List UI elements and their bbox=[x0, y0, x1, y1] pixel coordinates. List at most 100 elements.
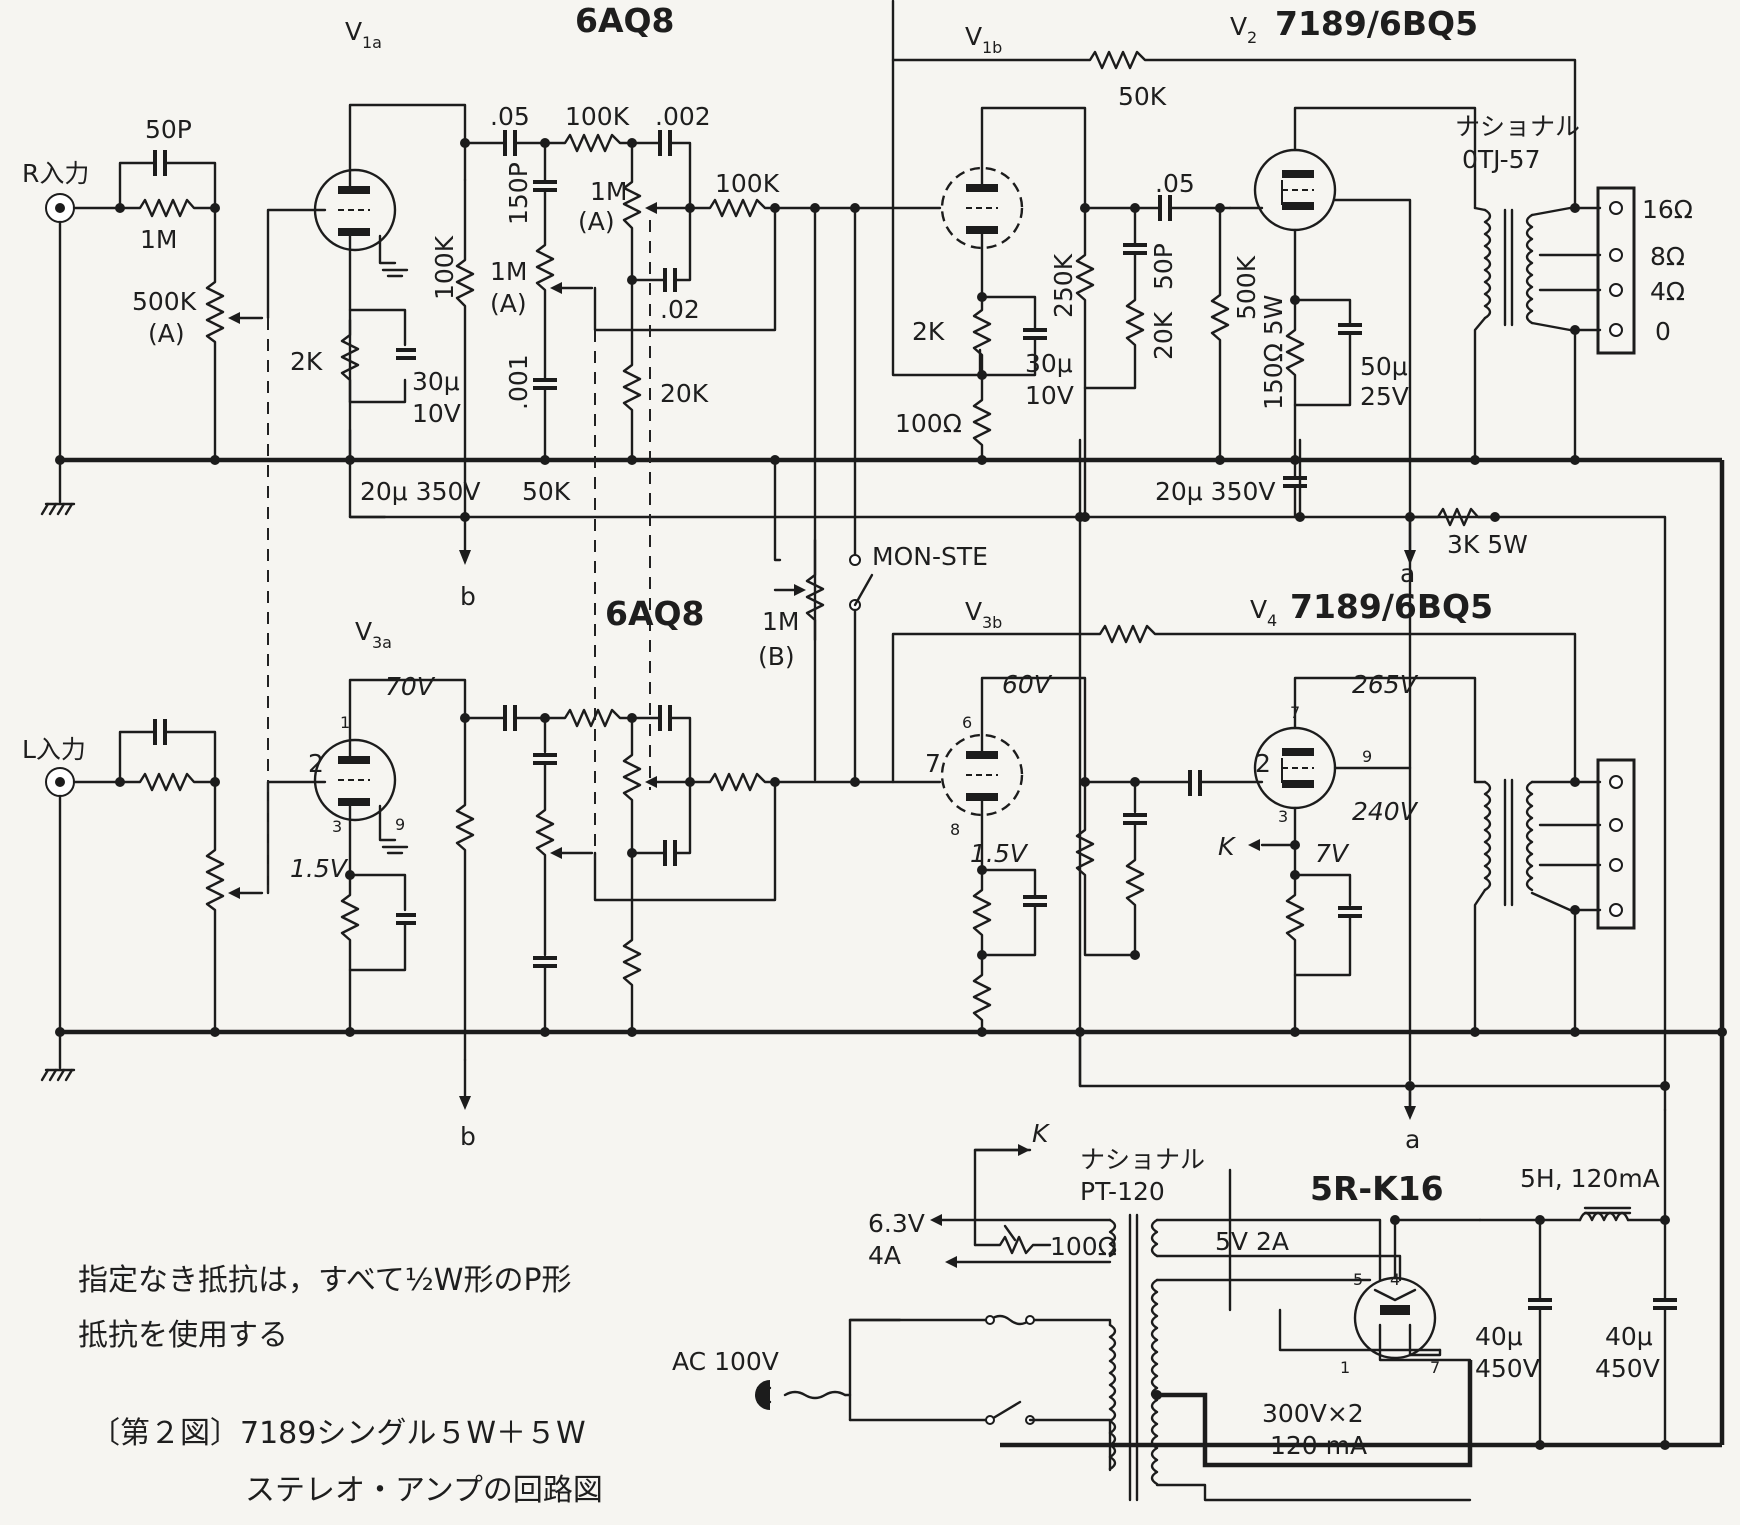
mark-a-top: a bbox=[1400, 559, 1415, 588]
pot-1m-b: 1M bbox=[762, 607, 799, 636]
res-3k-5w: 3K 5W bbox=[1447, 530, 1528, 559]
v3b-label: V bbox=[965, 597, 982, 626]
tube-v2 bbox=[1253, 148, 1337, 232]
v1b-label: V bbox=[965, 22, 982, 51]
cap-30u-label: 30μ bbox=[412, 367, 460, 396]
rect-pin-1: 1 bbox=[1340, 1358, 1350, 1377]
pin-6: 6 bbox=[962, 713, 972, 732]
cap-05-label: .05 bbox=[490, 102, 530, 131]
cap-40u-b: 40μ bbox=[1605, 1322, 1653, 1351]
ground-bus bbox=[58, 457, 1725, 1448]
secondary-120ma: 120 mA bbox=[1270, 1431, 1367, 1460]
rect-pin-7: 7 bbox=[1430, 1358, 1440, 1377]
note-line-1: 指定なき抵抗は，すべて½W形のP形 bbox=[78, 1263, 572, 1298]
k-mark-2: K bbox=[1032, 1119, 1051, 1148]
mark-b-bottom: b bbox=[460, 1122, 476, 1151]
pot-500k-label: 500K bbox=[132, 287, 197, 316]
v2-label: V bbox=[1230, 12, 1247, 41]
res-2k-2: 2K bbox=[912, 317, 945, 346]
cap-002-label: .002 bbox=[655, 102, 711, 131]
cap-150p-label: 150P bbox=[504, 162, 533, 225]
secondary-300v: 300V×2 bbox=[1262, 1399, 1364, 1428]
output-transformer-l bbox=[1483, 778, 1534, 907]
pot-1m-b-b: (B) bbox=[758, 642, 795, 671]
res-1m-label: 1M bbox=[140, 225, 177, 254]
tap-4-label: 4Ω bbox=[1650, 277, 1685, 306]
speaker-terminal-l[interactable] bbox=[1596, 758, 1636, 930]
v1b-sub: 1b bbox=[982, 38, 1002, 57]
pin-2: 2 bbox=[308, 749, 324, 778]
cap-02-label: .02 bbox=[660, 295, 700, 324]
v3a-sub: 3a bbox=[372, 633, 392, 652]
pin-9b: 9 bbox=[1362, 747, 1372, 766]
v2-type: 7189/6BQ5 bbox=[1275, 4, 1478, 43]
v1a-sub: 1a bbox=[362, 33, 382, 52]
pot-1m-a1-a: (A) bbox=[578, 207, 615, 236]
v4-type: 7189/6BQ5 bbox=[1290, 587, 1493, 626]
tube-type-bottom: 6AQ8 bbox=[605, 594, 705, 633]
res-100ohm: 100Ω bbox=[895, 409, 962, 438]
res-50k-fb: 50K bbox=[1118, 82, 1167, 111]
cap-20u-left: 20μ 350V bbox=[360, 477, 480, 506]
res-20k-label: 20K bbox=[660, 379, 709, 408]
mark-a-bottom: a bbox=[1405, 1125, 1420, 1154]
pot-1m-a2: 1M bbox=[490, 257, 527, 286]
pot-1m-a2-a: (A) bbox=[490, 289, 527, 318]
volt-240v: 240V bbox=[1352, 797, 1419, 826]
input-jack-l[interactable] bbox=[45, 767, 75, 797]
caption-line-2: ステレオ・アンプの回路図 bbox=[245, 1473, 603, 1508]
heater-6-3v: 6.3V bbox=[868, 1209, 925, 1238]
cap-40u-a-volt: 450V bbox=[1475, 1354, 1540, 1383]
rect-pin-4: 4 bbox=[1390, 1270, 1400, 1289]
pin-3: 3 bbox=[332, 817, 342, 836]
heater-4a: 4A bbox=[868, 1241, 901, 1270]
pot-500k-a: (A) bbox=[148, 319, 185, 348]
pot-1m-a1: 1M bbox=[590, 177, 627, 206]
input-jack-r[interactable] bbox=[45, 193, 75, 223]
r-input-label: R入力 bbox=[22, 159, 89, 188]
rect-pin-5: 5 bbox=[1353, 1270, 1363, 1289]
res-100k-plate: 100K bbox=[430, 235, 459, 300]
res-500k-2: 500K bbox=[1232, 255, 1261, 320]
res-50k-dec: 50K bbox=[522, 477, 571, 506]
speaker-terminal-r[interactable] bbox=[1596, 186, 1636, 355]
res-150ohm-5w: 150Ω 5W bbox=[1259, 295, 1288, 410]
pin-2b: 2 bbox=[1255, 749, 1271, 778]
tube-v3a bbox=[313, 738, 397, 822]
res-2k-label: 2K bbox=[290, 347, 323, 376]
pin-7: 7 bbox=[925, 749, 941, 778]
cap-30u-2: 30μ bbox=[1025, 349, 1073, 378]
volt-1-5v-b: 1.5V bbox=[970, 839, 1029, 868]
choke-5h bbox=[1578, 1206, 1632, 1222]
rectifier-5r-k16 bbox=[1353, 1276, 1437, 1360]
ac-100v-label: AC 100V bbox=[672, 1347, 779, 1376]
capacitor-50p bbox=[153, 150, 167, 176]
tap-8-label: 8Ω bbox=[1650, 242, 1685, 271]
cap-50u-label: 50μ bbox=[1360, 352, 1408, 381]
caption-line-1: 〔第２図〕7189シングル５W＋５W bbox=[90, 1416, 586, 1451]
pin-3b: 3 bbox=[1278, 807, 1288, 826]
pt-model: PT-120 bbox=[1080, 1177, 1165, 1206]
k-mark: K bbox=[1218, 832, 1237, 861]
cap-40u-a: 40μ bbox=[1475, 1322, 1523, 1351]
tube-v3b bbox=[940, 733, 1024, 817]
l-input-label: L入力 bbox=[22, 735, 86, 764]
cap-40u-b-volt: 450V bbox=[1595, 1354, 1660, 1383]
secondary-5v: 5V 2A bbox=[1215, 1227, 1289, 1256]
volt-1-5v-a: 1.5V bbox=[290, 854, 349, 883]
ac-plug-icon bbox=[755, 1380, 847, 1410]
cap-50p-2: 50P bbox=[1149, 243, 1178, 290]
v3b-sub: 3b bbox=[982, 613, 1002, 632]
res-100k-top: 100K bbox=[565, 102, 630, 131]
pt-maker: ナショナル bbox=[1080, 1145, 1205, 1174]
power-transformer bbox=[1108, 1213, 1159, 1502]
ot-model: 0TJ-57 bbox=[1462, 145, 1541, 174]
cap-05-2: .05 bbox=[1155, 169, 1195, 198]
v4-label: V bbox=[1250, 595, 1267, 624]
junction-dots bbox=[55, 138, 1727, 1450]
pin-9: 9 bbox=[395, 815, 405, 834]
pin-8: 8 bbox=[950, 820, 960, 839]
v3a-label: V bbox=[355, 617, 372, 646]
tap-0-label: 0 bbox=[1655, 317, 1671, 346]
